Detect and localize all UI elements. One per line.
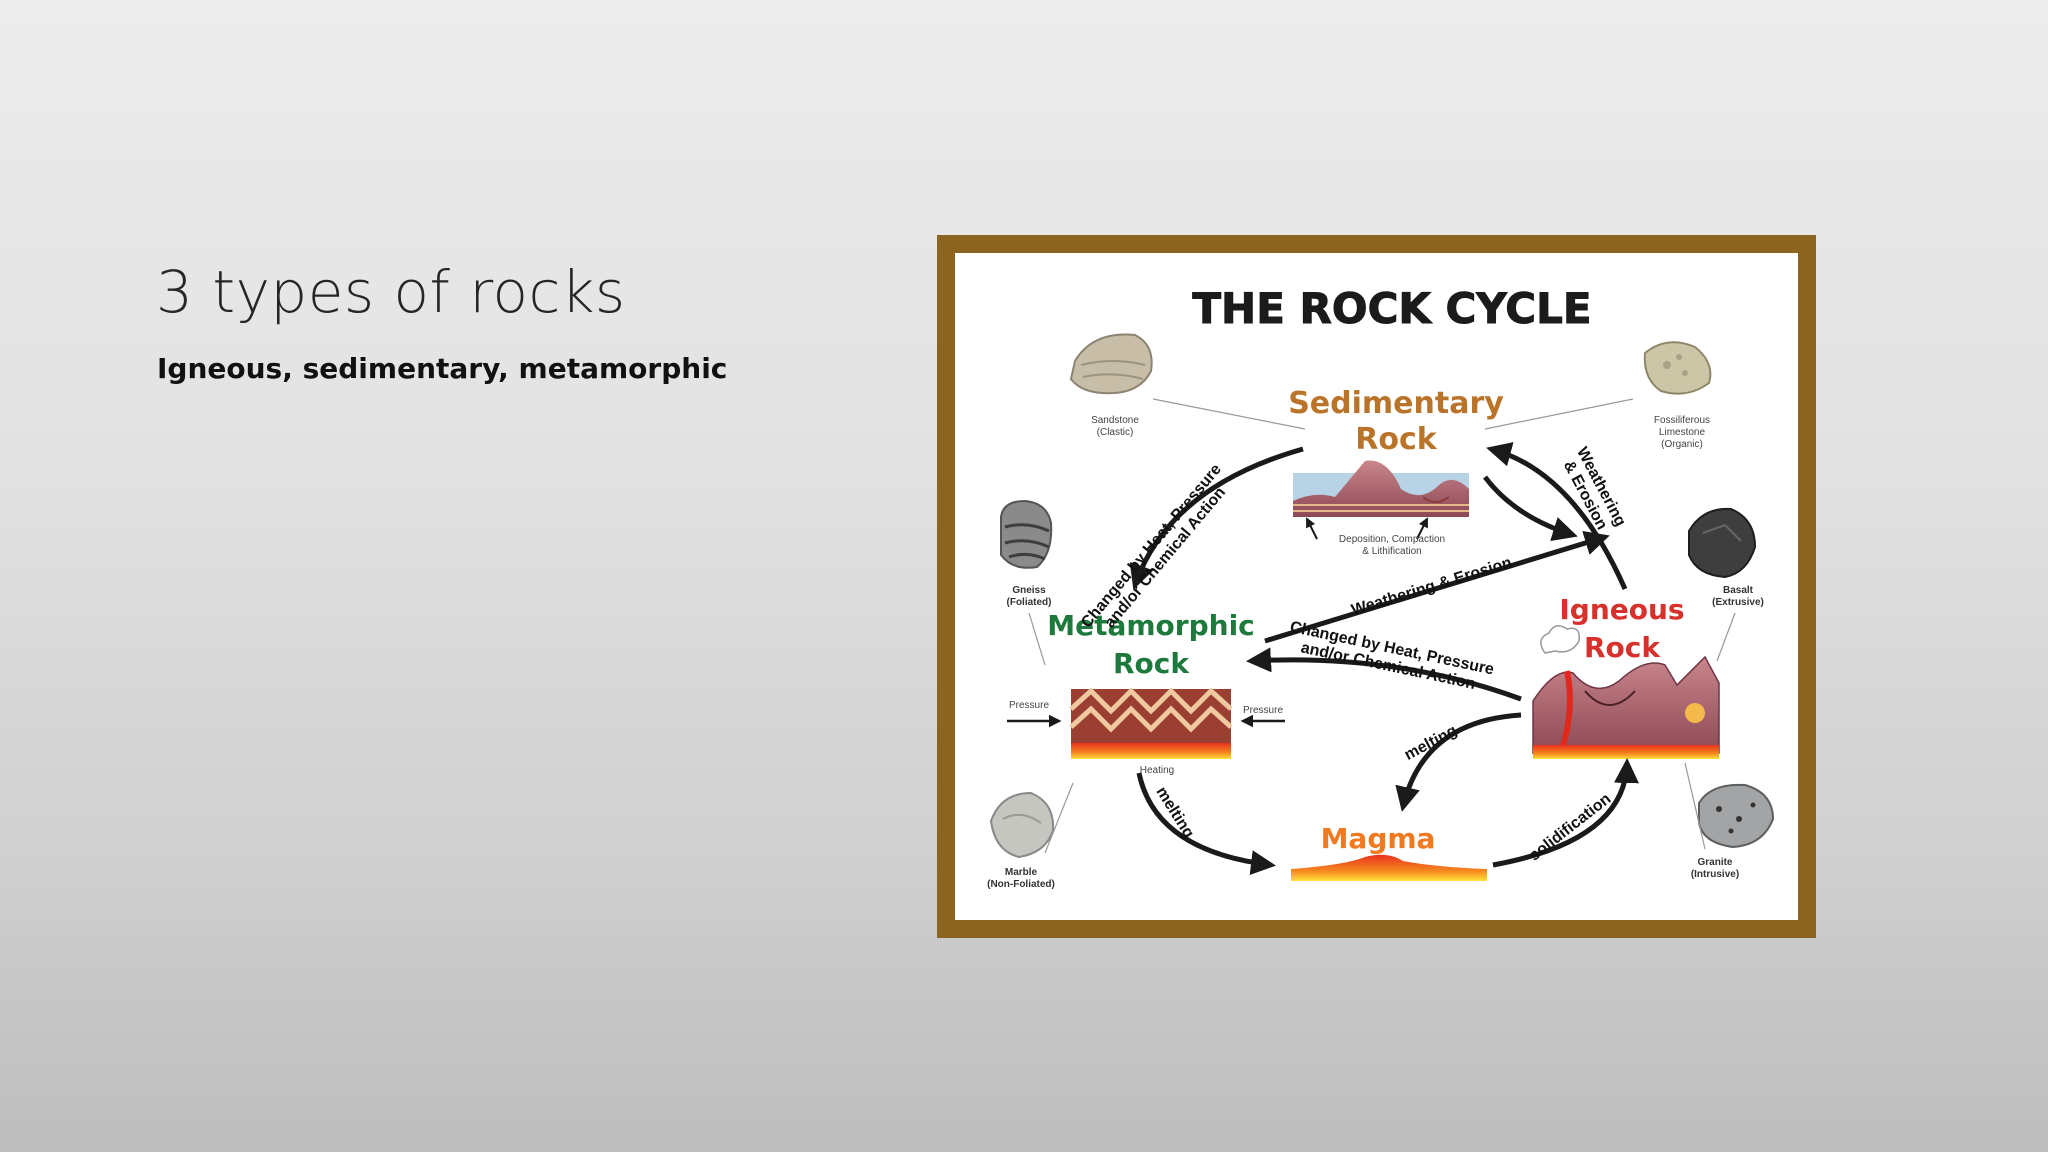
pressure-left-label: Pressure [1009,700,1049,711]
granite-label: Granite [1697,857,1732,868]
deposition-label-1: Deposition, Compaction [1339,534,1445,545]
ign-to-meta-arrow-label: Changed by Heat, Pressure and/or Chemica… [1288,619,1495,693]
metamorphic-rock-label-2: Rock [1113,647,1190,680]
slide-subtitle: Igneous, sedimentary, metamorphic [157,352,728,385]
sandstone-type: (Clastic) [1097,427,1134,438]
basalt-label: Basalt [1723,585,1754,596]
marble-label: Marble [1005,867,1038,878]
granite-type: (Intrusive) [1691,869,1739,880]
metamorphic-rock-label-1: Metamorphic [1047,609,1255,642]
limestone-type: (Organic) [1661,439,1703,450]
marble-sample: Marble (Non-Foliated) [987,791,1055,890]
basalt-sample: Basalt (Extrusive) [1688,507,1764,608]
sed-to-meta-label-1: Changed by Heat, Pressure [1078,461,1225,631]
arrow-sedimentary-to-igneous [1483,475,1578,542]
sandstone-sample: Sandstone (Clastic) [1069,333,1153,438]
magma-illustration [1291,854,1487,881]
slide-title: 3 types of rocks [156,258,626,326]
ign-to-sed-arrow-label: Weathering & Erosion [1560,445,1629,533]
arrow-igneous-to-sedimentary [1486,442,1628,591]
sedimentary-rock-label-2: Rock [1355,422,1437,457]
limestone-sample: Fossiliferous Limestone (Organic) [1643,341,1712,450]
limestone-label-1: Fossiliferous [1654,415,1710,426]
meta-to-ign-label: Weathering & Erosion [1349,554,1514,619]
basalt-type: (Extrusive) [1712,597,1764,608]
sandstone-label: Sandstone [1091,415,1139,426]
arrow-metamorphic-to-magma [1136,772,1276,876]
pressure-right-label: Pressure [1243,705,1283,716]
magma-to-ign-label: solidification [1526,790,1614,864]
arrow-magma-to-igneous [1492,758,1639,868]
sedimentary-illustration: Deposition, Compaction & Lithification [1293,460,1469,557]
igneous-rock-label-1: Igneous [1559,593,1684,626]
deposition-label-2: & Lithification [1362,546,1421,557]
marble-type: (Non-Foliated) [987,879,1055,890]
magma-label: Magma [1321,822,1436,855]
diagram-title: THE ROCK CYCLE [1192,284,1591,333]
arrow-metamorphic-to-igneous [1264,530,1610,644]
granite-sample: Granite (Intrusive) [1691,783,1775,880]
gneiss-label: Gneiss [1012,585,1046,596]
arrow-igneous-to-magma [1395,712,1522,812]
arrow-sedimentary-to-metamorphic [1129,446,1304,590]
heating-label: Heating [1140,765,1174,776]
ign-to-magma-label: melting [1402,722,1460,764]
gneiss-sample: Gneiss (Foliated) [1000,499,1053,608]
igneous-rock-label-2: Rock [1584,631,1661,664]
rock-cycle-image-frame: THE ROCK CYCLE Sandstone (Clastic) Fossi… [937,235,1816,938]
limestone-label-2: Limestone [1659,427,1706,438]
arrow-igneous-to-metamorphic [1246,647,1522,702]
rock-cycle-diagram: THE ROCK CYCLE Sandstone (Clastic) Fossi… [955,253,1798,920]
igneous-illustration [1532,625,1720,759]
gneiss-type: (Foliated) [1007,597,1052,608]
sedimentary-rock-label-1: Sedimentary [1288,386,1504,421]
metamorphic-illustration: Pressure Pressure Heating [1007,687,1285,776]
